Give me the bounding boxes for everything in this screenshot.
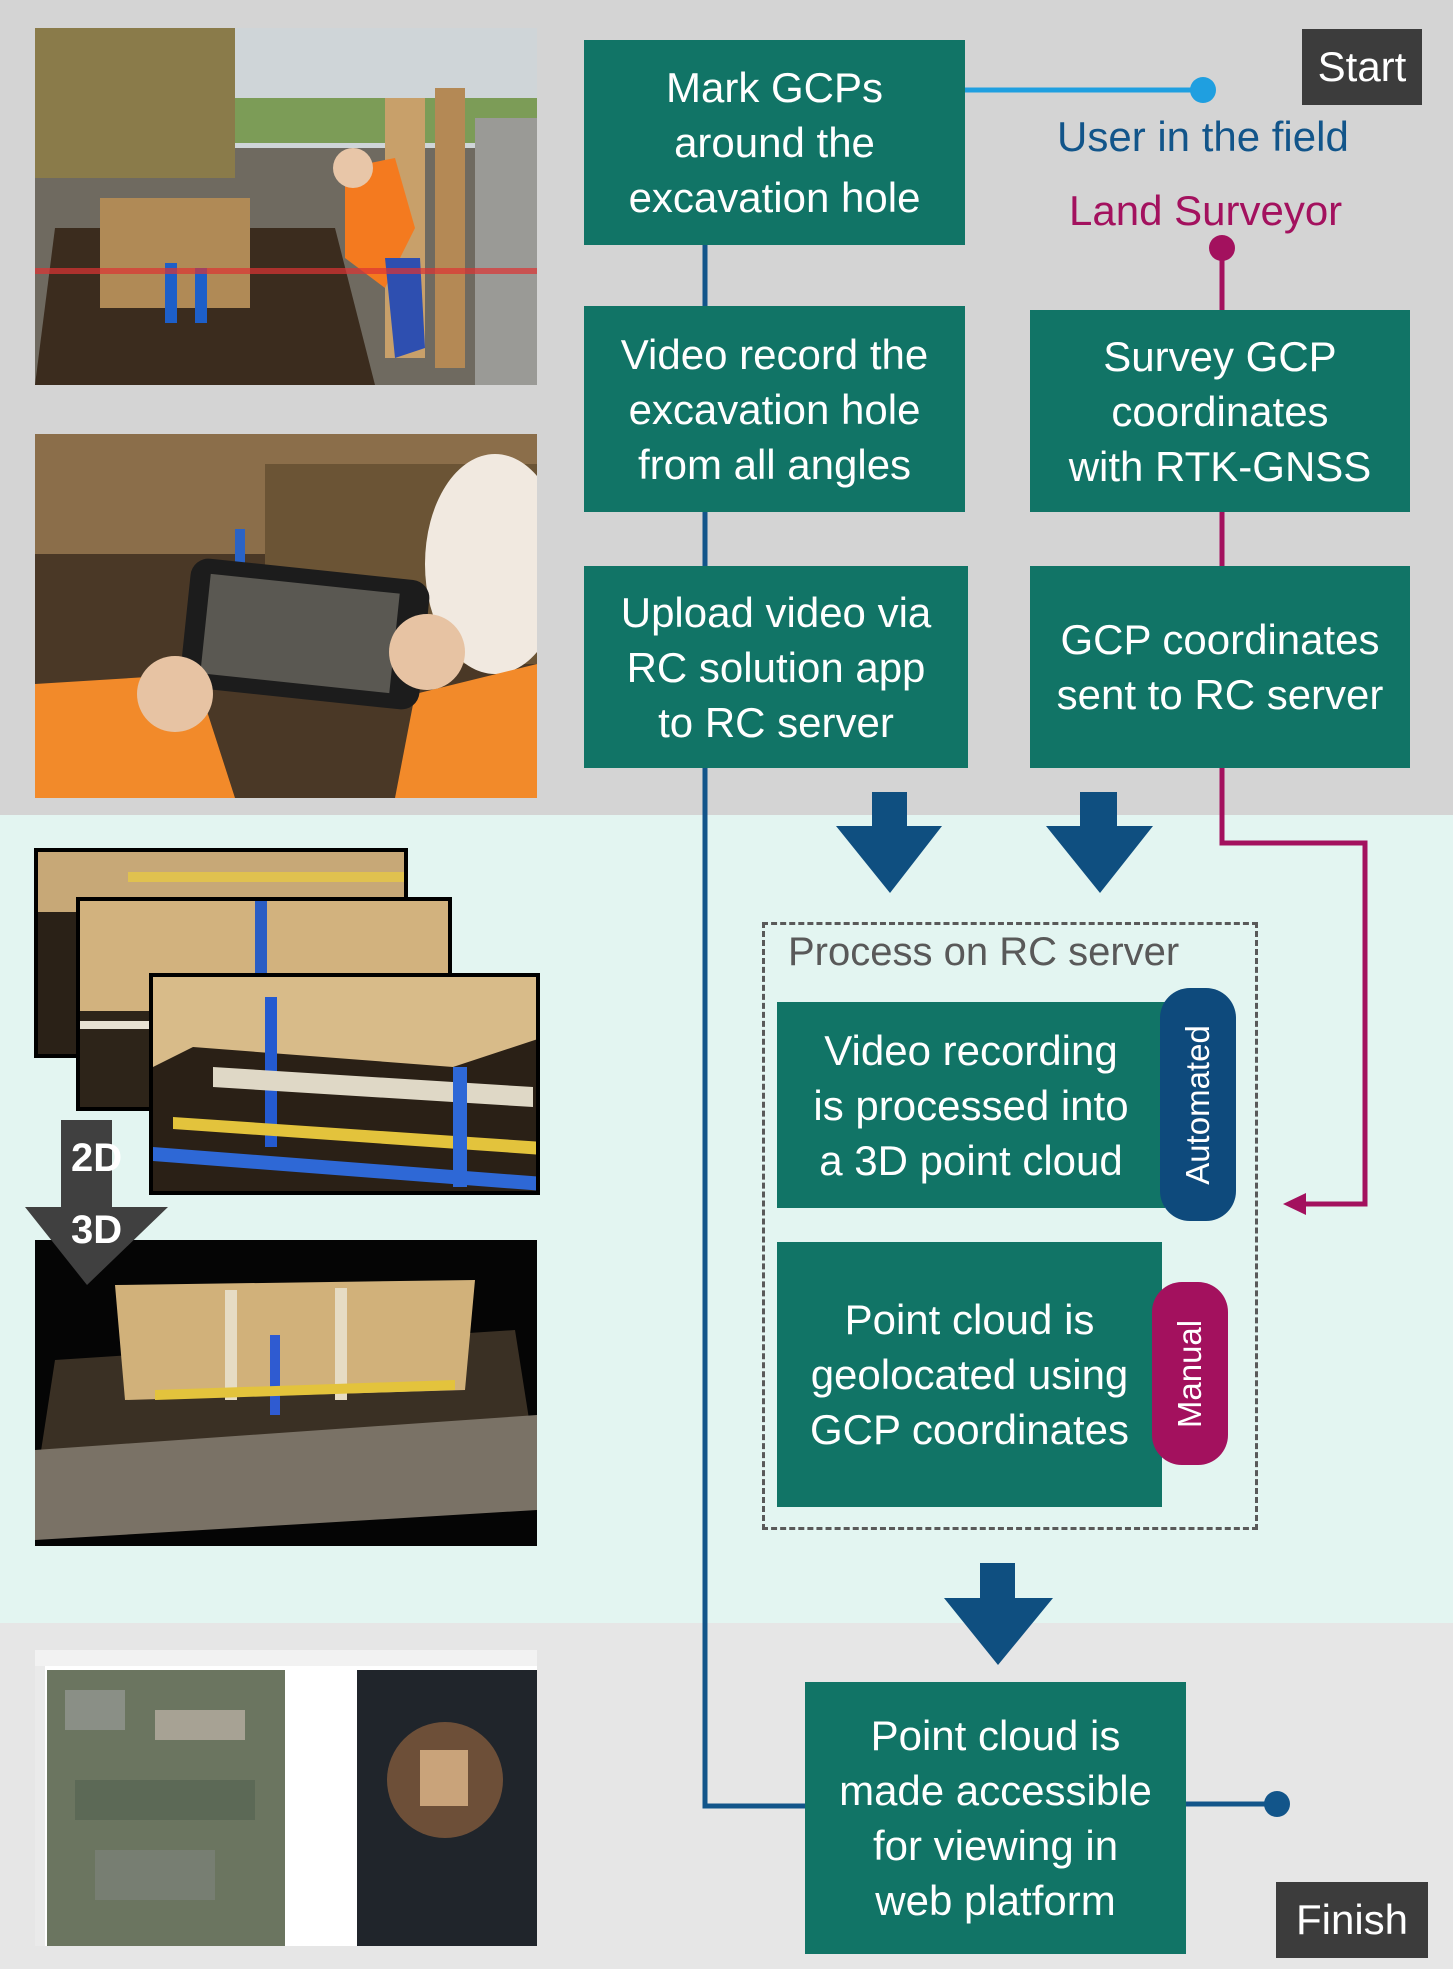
- web-platform-render: [35, 1650, 537, 1946]
- finish-connector-dot: [1264, 1791, 1290, 1817]
- survey-gcp-step: Survey GCP coordinates with RTK-GNSS: [1030, 310, 1410, 512]
- land-surveyor-label: Land Surveyor: [1069, 187, 1343, 234]
- photo-marking-gcps: [35, 28, 537, 385]
- photo-marking-gcps-image: [35, 28, 537, 385]
- video-frame-3: [149, 973, 540, 1195]
- upload-video-step: Upload video via RC solution app to RC s…: [584, 566, 968, 768]
- photo-video-recording-image: [35, 434, 537, 798]
- accessible-step: Point cloud is made accessible for viewi…: [805, 1682, 1186, 1954]
- geolocate-step: Point cloud is geolocated using GCP coor…: [777, 1242, 1162, 1507]
- surveyor-arrowhead: [1283, 1193, 1306, 1215]
- start-flag: Start: [1302, 29, 1422, 105]
- mark-gcps-step: Mark GCPs around the excavation hole: [584, 40, 965, 245]
- process-group-title: Process on RC server: [788, 930, 1180, 974]
- user-connector-dot: [1190, 77, 1216, 103]
- surveyor-flow-line: [1219, 768, 1368, 1207]
- label-3d: 3D: [71, 1208, 123, 1252]
- user-in-field-label: User in the field: [1057, 113, 1349, 160]
- web-platform-screenshot: [35, 1650, 537, 1946]
- label-2d: 2D: [71, 1136, 123, 1180]
- point-cloud-render: [35, 1240, 537, 1546]
- automated-tag: Automated: [1160, 988, 1236, 1221]
- finish-flag: Finish: [1276, 1882, 1428, 1958]
- video-record-step: Video record the excavation hole from al…: [584, 306, 965, 512]
- photo-video-recording: [35, 434, 537, 798]
- process-video-step: Video recording is processed into a 3D p…: [777, 1002, 1165, 1208]
- process-group-border: [762, 922, 1258, 1530]
- video-frame-3-image: [153, 977, 536, 1191]
- point-cloud-image: [35, 1240, 537, 1546]
- gcp-sent-step: GCP coordinates sent to RC server: [1030, 566, 1410, 768]
- manual-tag: Manual: [1152, 1282, 1228, 1465]
